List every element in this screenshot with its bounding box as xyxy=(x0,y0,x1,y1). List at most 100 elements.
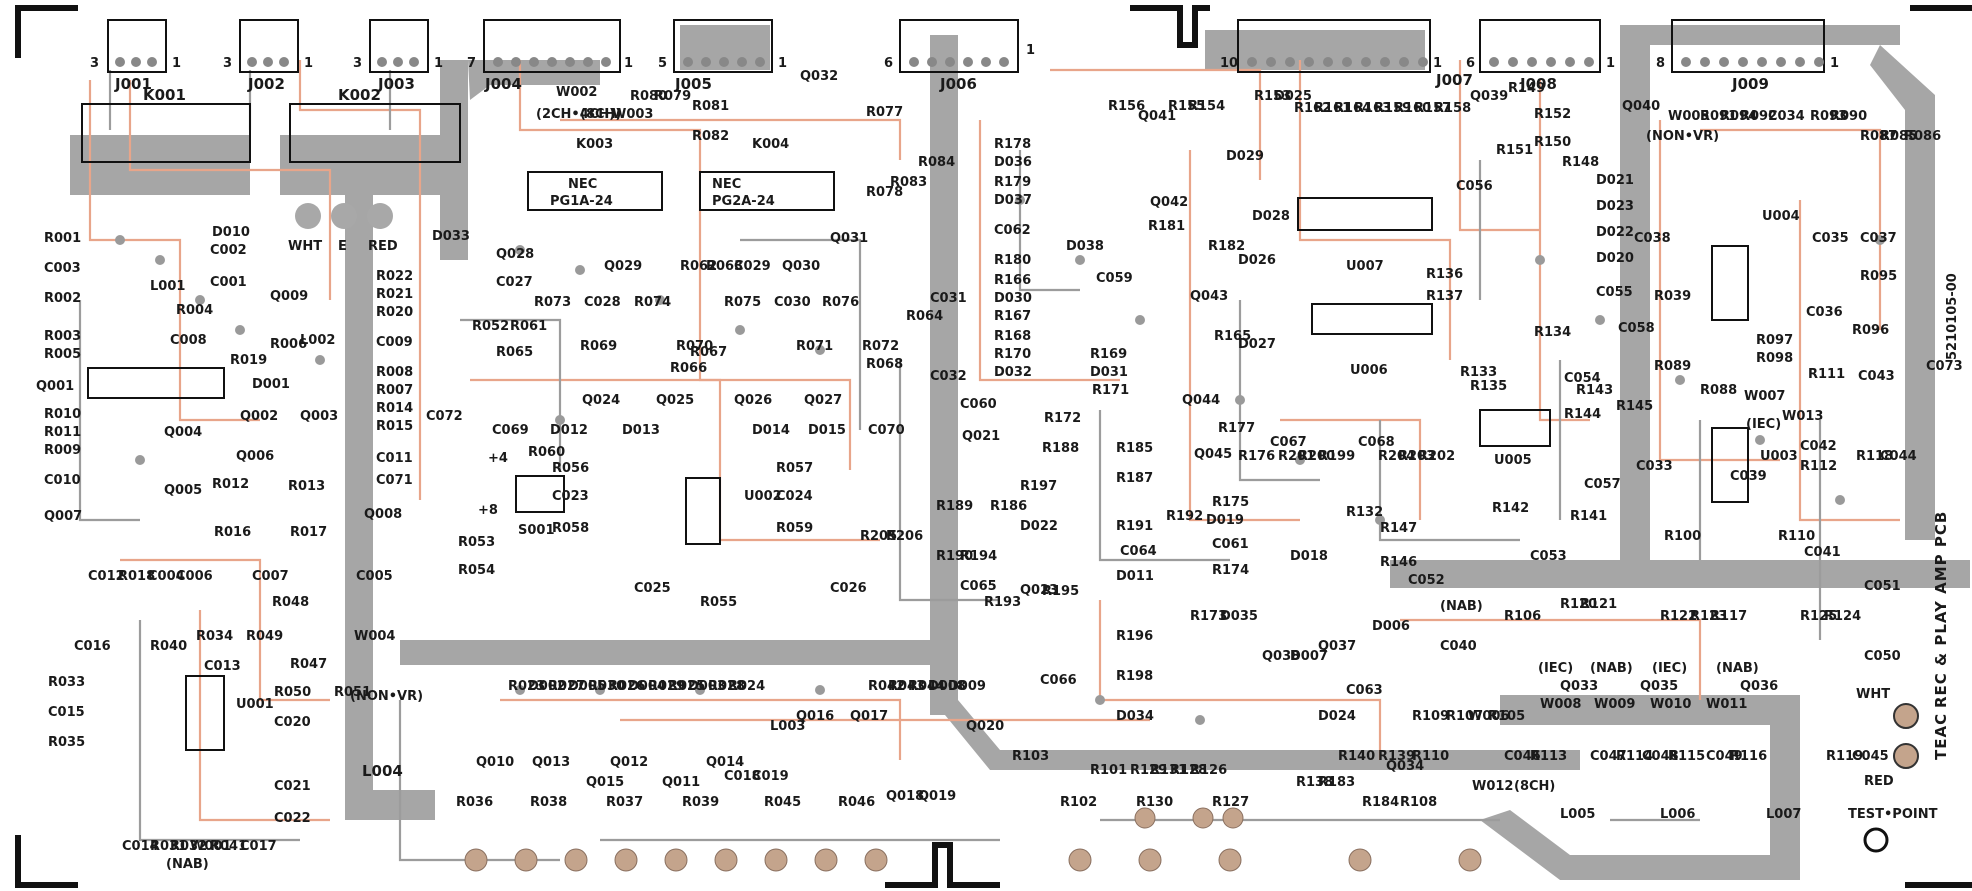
component-label: C027 xyxy=(496,275,533,290)
connector-j002-ref: J002 xyxy=(247,75,285,93)
component-label: R114 xyxy=(1616,749,1653,764)
signal-traces xyxy=(78,60,1900,862)
component-label: R162 xyxy=(1294,101,1331,116)
component-label: C065 xyxy=(960,579,997,594)
component-label: C007 xyxy=(252,569,289,584)
component-label: D019 xyxy=(1206,513,1244,528)
component-label: R075 xyxy=(724,295,761,310)
component-label: R146 xyxy=(1380,555,1417,570)
component-label: C052 xyxy=(1408,573,1445,588)
component-label: R139 xyxy=(1378,749,1415,764)
note-plus4: +4 xyxy=(488,451,508,466)
component-label: R022 xyxy=(376,269,413,284)
connector-j009: 8 1 J009 xyxy=(1656,19,1839,93)
component-label: D031 xyxy=(1090,365,1128,380)
labels-group-e: R080 R079 R081 R082 Q032 R077 R078 R083 … xyxy=(630,69,1249,810)
component-label: C004 xyxy=(148,569,185,584)
relay-chip-1: NEC PG1A-24 xyxy=(527,171,663,211)
component-label: R143 xyxy=(1576,383,1613,398)
component-label: R006 xyxy=(270,337,307,352)
component-label: R029 xyxy=(648,679,685,694)
component-label: R090 xyxy=(1830,109,1867,124)
component-label: W012 xyxy=(1472,779,1513,794)
component-label: R157 xyxy=(1414,101,1451,116)
component-label: D006 xyxy=(1372,619,1410,634)
component-label: U003 xyxy=(1760,449,1798,464)
component-label: C062 xyxy=(994,223,1031,238)
connector-j001-pins: 3 xyxy=(90,56,99,71)
left-label: R002 xyxy=(44,291,81,306)
connector-j002: 3 1 J002 xyxy=(223,19,313,93)
component-label: U004 xyxy=(1762,209,1800,224)
component-label: R080 xyxy=(630,89,667,104)
component-label: C037 xyxy=(1860,231,1897,246)
component-label: R017 xyxy=(290,525,327,540)
component-label: R023 xyxy=(508,679,545,694)
component-label: D029 xyxy=(1226,149,1264,164)
labels-group-b: C016 R040 R034 R049 C013 R047 R033 C015 … xyxy=(48,629,719,854)
component-label: R070 xyxy=(676,339,713,354)
connector-j006-last: 1 xyxy=(1026,43,1035,58)
labels-group-h: W005 R091 R094 R092 C034 R093 R090 R087 … xyxy=(1634,109,1963,664)
board-part-number: 5210105-00 xyxy=(1945,273,1960,360)
component-label: D007 xyxy=(1290,649,1328,664)
component-label: C070 xyxy=(868,423,905,438)
component-label: C067 xyxy=(1270,435,1307,450)
component-label: R163 xyxy=(1354,101,1391,116)
note-nab-3: (NAB) xyxy=(1590,661,1633,676)
component-label: R026 xyxy=(608,679,645,694)
component-label: Q025 xyxy=(656,393,694,408)
component-label: R083 xyxy=(890,175,927,190)
connector-j008-last: 1 xyxy=(1606,56,1615,71)
component-label: R140 xyxy=(1338,749,1375,764)
component-label: R021 xyxy=(376,287,413,302)
component-label: Q010 xyxy=(476,755,514,770)
component-label: C025 xyxy=(634,581,671,596)
connector-j008: 6 1 J008 xyxy=(1466,19,1615,93)
component-label: Q008 xyxy=(364,507,402,522)
component-label: R180 xyxy=(994,253,1031,268)
component-label: R076 xyxy=(822,295,859,310)
component-label: R174 xyxy=(1212,563,1249,578)
component-label: R088 xyxy=(1700,383,1737,398)
note-iec-2: (IEC) xyxy=(1652,661,1687,676)
component-label: D014 xyxy=(752,423,790,438)
component-label: R150 xyxy=(1534,135,1571,150)
component-label: R078 xyxy=(866,185,903,200)
component-label: C064 xyxy=(1120,544,1157,559)
component-label: C041 xyxy=(1804,545,1841,560)
component-label: R136 xyxy=(1426,267,1463,282)
component-label: R137 xyxy=(1426,289,1463,304)
component-label: R014 xyxy=(376,401,413,416)
component-label: R081 xyxy=(692,99,729,114)
component-label: Q023 xyxy=(1020,583,1058,598)
connector-j009-last: 1 xyxy=(1830,56,1839,71)
component-label: Q002 xyxy=(240,409,278,424)
bottom-test-pads xyxy=(464,807,1482,872)
component-label: Q036 xyxy=(1740,679,1778,694)
component-label: R030 xyxy=(588,679,625,694)
component-label: R185 xyxy=(1116,441,1153,456)
component-label: U007 xyxy=(1346,259,1384,274)
connector-j002-pins: 3 xyxy=(223,56,232,71)
component-label: C045 xyxy=(1852,749,1889,764)
component-label: R058 xyxy=(552,521,589,536)
component-label: R038 xyxy=(530,795,567,810)
component-label: R033 xyxy=(48,675,85,690)
component-label: R096 xyxy=(1852,323,1889,338)
component-label: R079 xyxy=(654,89,691,104)
component-label: C059 xyxy=(1096,271,1133,286)
component-label: D030 xyxy=(994,291,1032,306)
component-label: C029 xyxy=(734,259,771,274)
note-8ch: (8CH) xyxy=(580,107,621,122)
component-label: R048 xyxy=(272,595,309,610)
component-label: Q006 xyxy=(236,449,274,464)
component-label: R027 xyxy=(548,679,585,694)
connector-j009-pins: 8 xyxy=(1656,56,1665,71)
component-label: R094 xyxy=(1720,109,1757,124)
component-label: R044 xyxy=(908,679,945,694)
connector-j005-last: 1 xyxy=(778,56,787,71)
component-label: C060 xyxy=(960,397,997,412)
component-label: R045 xyxy=(764,795,801,810)
component-label: Q012 xyxy=(610,755,648,770)
